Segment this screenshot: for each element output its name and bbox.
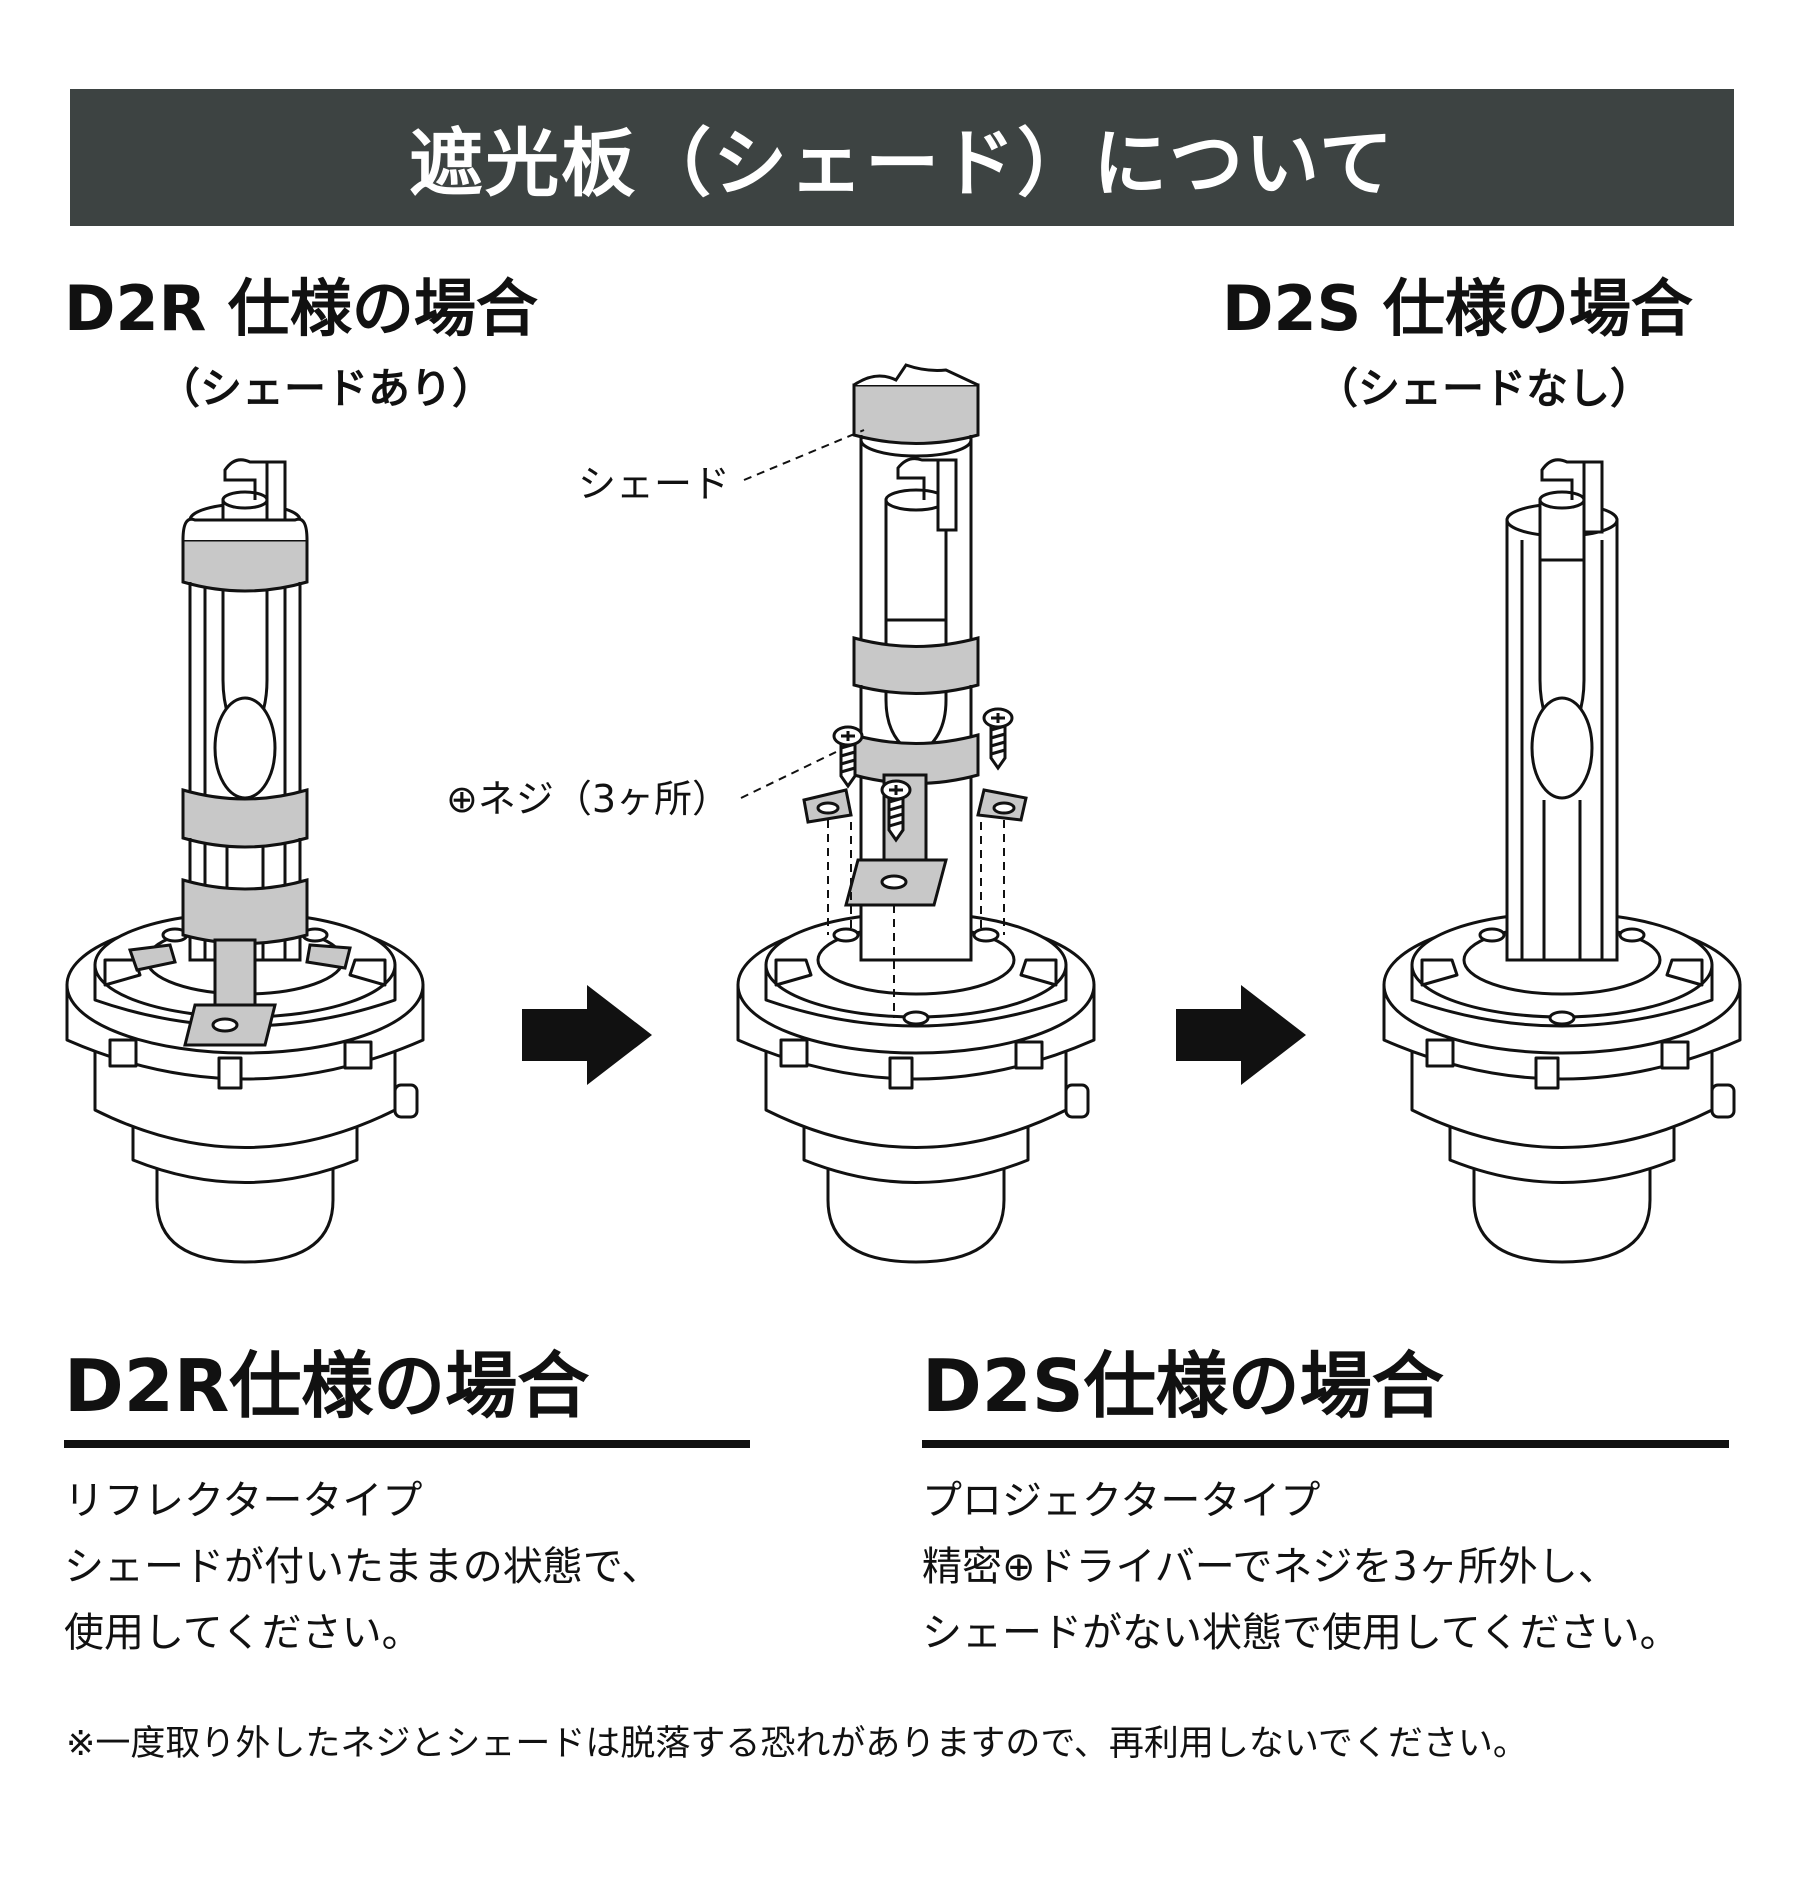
phillips-screw-icon: [982, 707, 1014, 770]
description-line: 使用してください。: [64, 1610, 422, 1656]
section-d2r-rule: [64, 1440, 750, 1448]
section-d2s-title: D2S仕様の場合: [922, 1344, 1444, 1428]
section-d2r-description: リフレクタータイプ シェードが付いたままの状態で、 使用してください。: [64, 1468, 661, 1666]
description-line: シェードが付いたままの状態で、: [64, 1544, 662, 1590]
callout-screws: ⊕ネジ（3ヶ所）: [446, 777, 730, 821]
footnote: ※一度取り外したネジとシェードは脱落する恐れがありますので、再利用しないでくださ…: [66, 1724, 1528, 1764]
arrow-right-icon: [1176, 985, 1306, 1085]
d2r-bulb-with-shade: [65, 458, 425, 1264]
bulb-illustration: シェード ⊕ネジ（3ヶ所）: [65, 363, 1742, 1264]
section-d2r-title: D2R仕様の場合: [64, 1344, 590, 1428]
callout-shade: シェード: [578, 462, 730, 506]
description-line: シェードがない状態で使用してください。: [922, 1610, 1680, 1656]
d2s-bulb-without-shade: [1382, 458, 1742, 1264]
page-title: 遮光板（シェード）について: [409, 121, 1395, 207]
left-panel-subheading: （シェードあり）: [158, 364, 495, 413]
description-line: 精密⊕ドライバーでネジを3ヶ所外し、: [922, 1544, 1618, 1590]
title-banner: 遮光板（シェード）について: [70, 89, 1734, 226]
right-panel-heading: D2S 仕様の場合: [1222, 272, 1693, 345]
bulb-shade-removal-diagram: [736, 363, 1096, 1264]
right-panel-subheading: （シェードなし）: [1316, 364, 1653, 413]
section-d2s-description: プロジェクタータイプ 精密⊕ドライバーでネジを3ヶ所外し、 シェードがない状態で…: [922, 1468, 1680, 1666]
arrow-right-icon: [522, 985, 652, 1085]
description-line: プロジェクタータイプ: [922, 1478, 1321, 1524]
left-panel-heading: D2R 仕様の場合: [64, 272, 538, 345]
section-d2s-rule: [922, 1440, 1729, 1448]
description-line: リフレクタータイプ: [64, 1478, 423, 1524]
